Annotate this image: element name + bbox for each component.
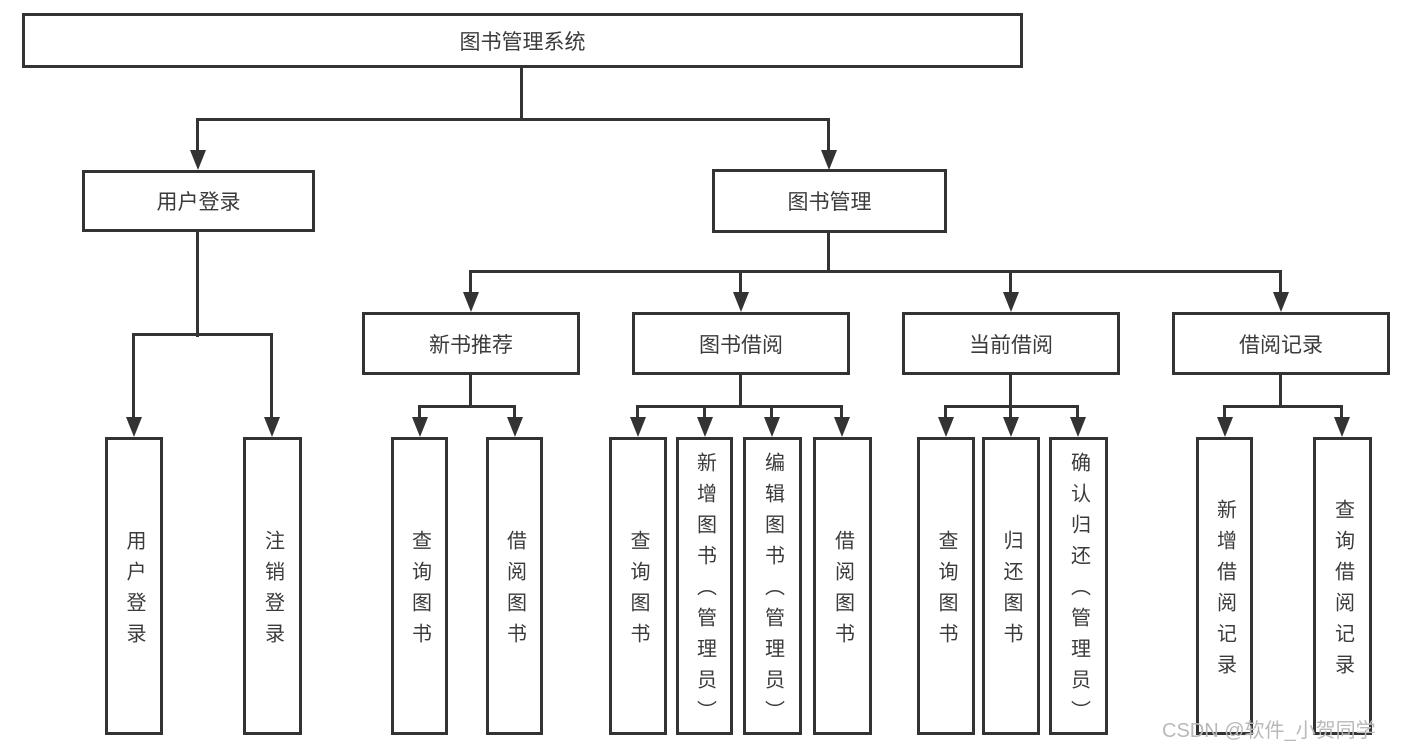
connector-line (1223, 405, 1226, 419)
connector-line (132, 333, 135, 419)
node-system: 图书管理系统 (22, 13, 1023, 68)
node-label: 图书管理 (787, 191, 872, 214)
leaf-user-login: 用户登录 (105, 437, 163, 735)
connector-line (196, 230, 199, 337)
arrow-down-icon (1217, 417, 1233, 437)
connector-line (1340, 405, 1343, 419)
leaf-confirm-return-admin: 确认归还（管理员） (1049, 437, 1108, 735)
leaf-add-book-admin: 新增图书（管理员） (676, 437, 733, 735)
node-label: 图书管理系统 (459, 30, 586, 54)
node-book-management: 图书管理 (712, 169, 947, 233)
leaf-label: 确认归还（管理员） (1067, 452, 1090, 731)
leaf-label: 查询图书 (935, 529, 957, 654)
connector-line (636, 405, 843, 408)
connector-line (418, 405, 516, 408)
arrow-down-icon (1273, 292, 1289, 312)
arrow-down-icon (190, 150, 206, 170)
connector-line (739, 270, 742, 294)
connector-line (196, 118, 199, 152)
node-label: 新书推荐 (429, 333, 513, 357)
connector-line (1223, 405, 1343, 408)
connector-line (418, 405, 421, 419)
leaf-label: 借阅图书 (831, 529, 854, 654)
connector-line (827, 231, 830, 272)
connector-line (827, 118, 830, 152)
leaf-label: 新增借阅记录 (1213, 498, 1236, 685)
arrow-down-icon (1334, 417, 1350, 437)
leaf-borrow-book-1: 借阅图书 (486, 437, 543, 735)
node-label: 图书借阅 (699, 333, 783, 357)
connector-line (469, 373, 472, 407)
leaf-query-book-1: 查询图书 (391, 437, 448, 735)
connector-line (840, 405, 843, 419)
connector-line (1279, 270, 1282, 294)
csdn-watermark: CSDN @软件_小贺同学 (1162, 720, 1376, 742)
arrow-down-icon (1070, 417, 1086, 437)
node-label: 用户登录 (156, 191, 241, 214)
arrow-down-icon (1003, 417, 1019, 437)
connector-line (1009, 405, 1012, 419)
arrow-down-icon (834, 417, 850, 437)
node-current-borrow: 当前借阅 (902, 312, 1120, 375)
arrow-down-icon (697, 417, 713, 437)
connector-line (469, 270, 1282, 273)
leaf-label: 借阅图书 (503, 529, 526, 654)
connector-line (132, 333, 273, 336)
node-book-borrow: 图书借阅 (632, 312, 850, 375)
leaf-label: 注销登录 (261, 529, 284, 654)
arrow-down-icon (463, 292, 479, 312)
leaf-label: 用户登录 (123, 529, 145, 654)
connector-line (739, 373, 742, 407)
arrow-down-icon (412, 417, 428, 437)
leaf-query-book-3: 查询图书 (917, 437, 975, 735)
arrow-down-icon (126, 417, 142, 437)
connector-line (469, 270, 472, 294)
connector-line (1009, 373, 1012, 407)
connector-line (1009, 270, 1012, 294)
connector-line (196, 118, 830, 121)
connector-line (636, 405, 639, 419)
leaf-return-book: 归还图书 (982, 437, 1040, 735)
node-user-login: 用户登录 (82, 170, 315, 232)
leaf-label: 查询借阅记录 (1331, 498, 1354, 685)
leaf-label: 查询图书 (408, 529, 431, 654)
leaf-label: 查询图书 (627, 529, 649, 654)
leaf-logout: 注销登录 (243, 437, 302, 735)
arrow-down-icon (821, 150, 837, 170)
node-label: 借阅记录 (1239, 333, 1323, 357)
arrow-down-icon (938, 417, 954, 437)
connector-line (703, 405, 706, 419)
connector-line (770, 405, 773, 419)
connector-line (513, 405, 516, 419)
arrow-down-icon (764, 417, 780, 437)
leaf-query-borrow-record: 查询借阅记录 (1313, 437, 1372, 735)
arrow-down-icon (507, 417, 523, 437)
arrow-down-icon (1003, 292, 1019, 312)
connector-line (944, 405, 947, 419)
connector-line (270, 333, 273, 419)
leaf-add-borrow-record: 新增借阅记录 (1196, 437, 1253, 735)
connector-line (520, 66, 523, 121)
arrow-down-icon (630, 417, 646, 437)
node-label: 当前借阅 (969, 333, 1053, 357)
connector-line (1076, 405, 1079, 419)
arrow-down-icon (733, 292, 749, 312)
leaf-label: 新增图书（管理员） (693, 452, 716, 731)
leaf-label: 编辑图书（管理员） (761, 452, 784, 731)
node-new-book-recommend: 新书推荐 (362, 312, 580, 375)
node-borrow-records: 借阅记录 (1172, 312, 1390, 375)
connector-line (1279, 373, 1282, 407)
leaf-query-book-2: 查询图书 (609, 437, 667, 735)
leaf-edit-book-admin: 编辑图书（管理员） (743, 437, 802, 735)
leaf-borrow-book-2: 借阅图书 (813, 437, 872, 735)
arrow-down-icon (264, 417, 280, 437)
leaf-label: 归还图书 (1000, 529, 1022, 654)
